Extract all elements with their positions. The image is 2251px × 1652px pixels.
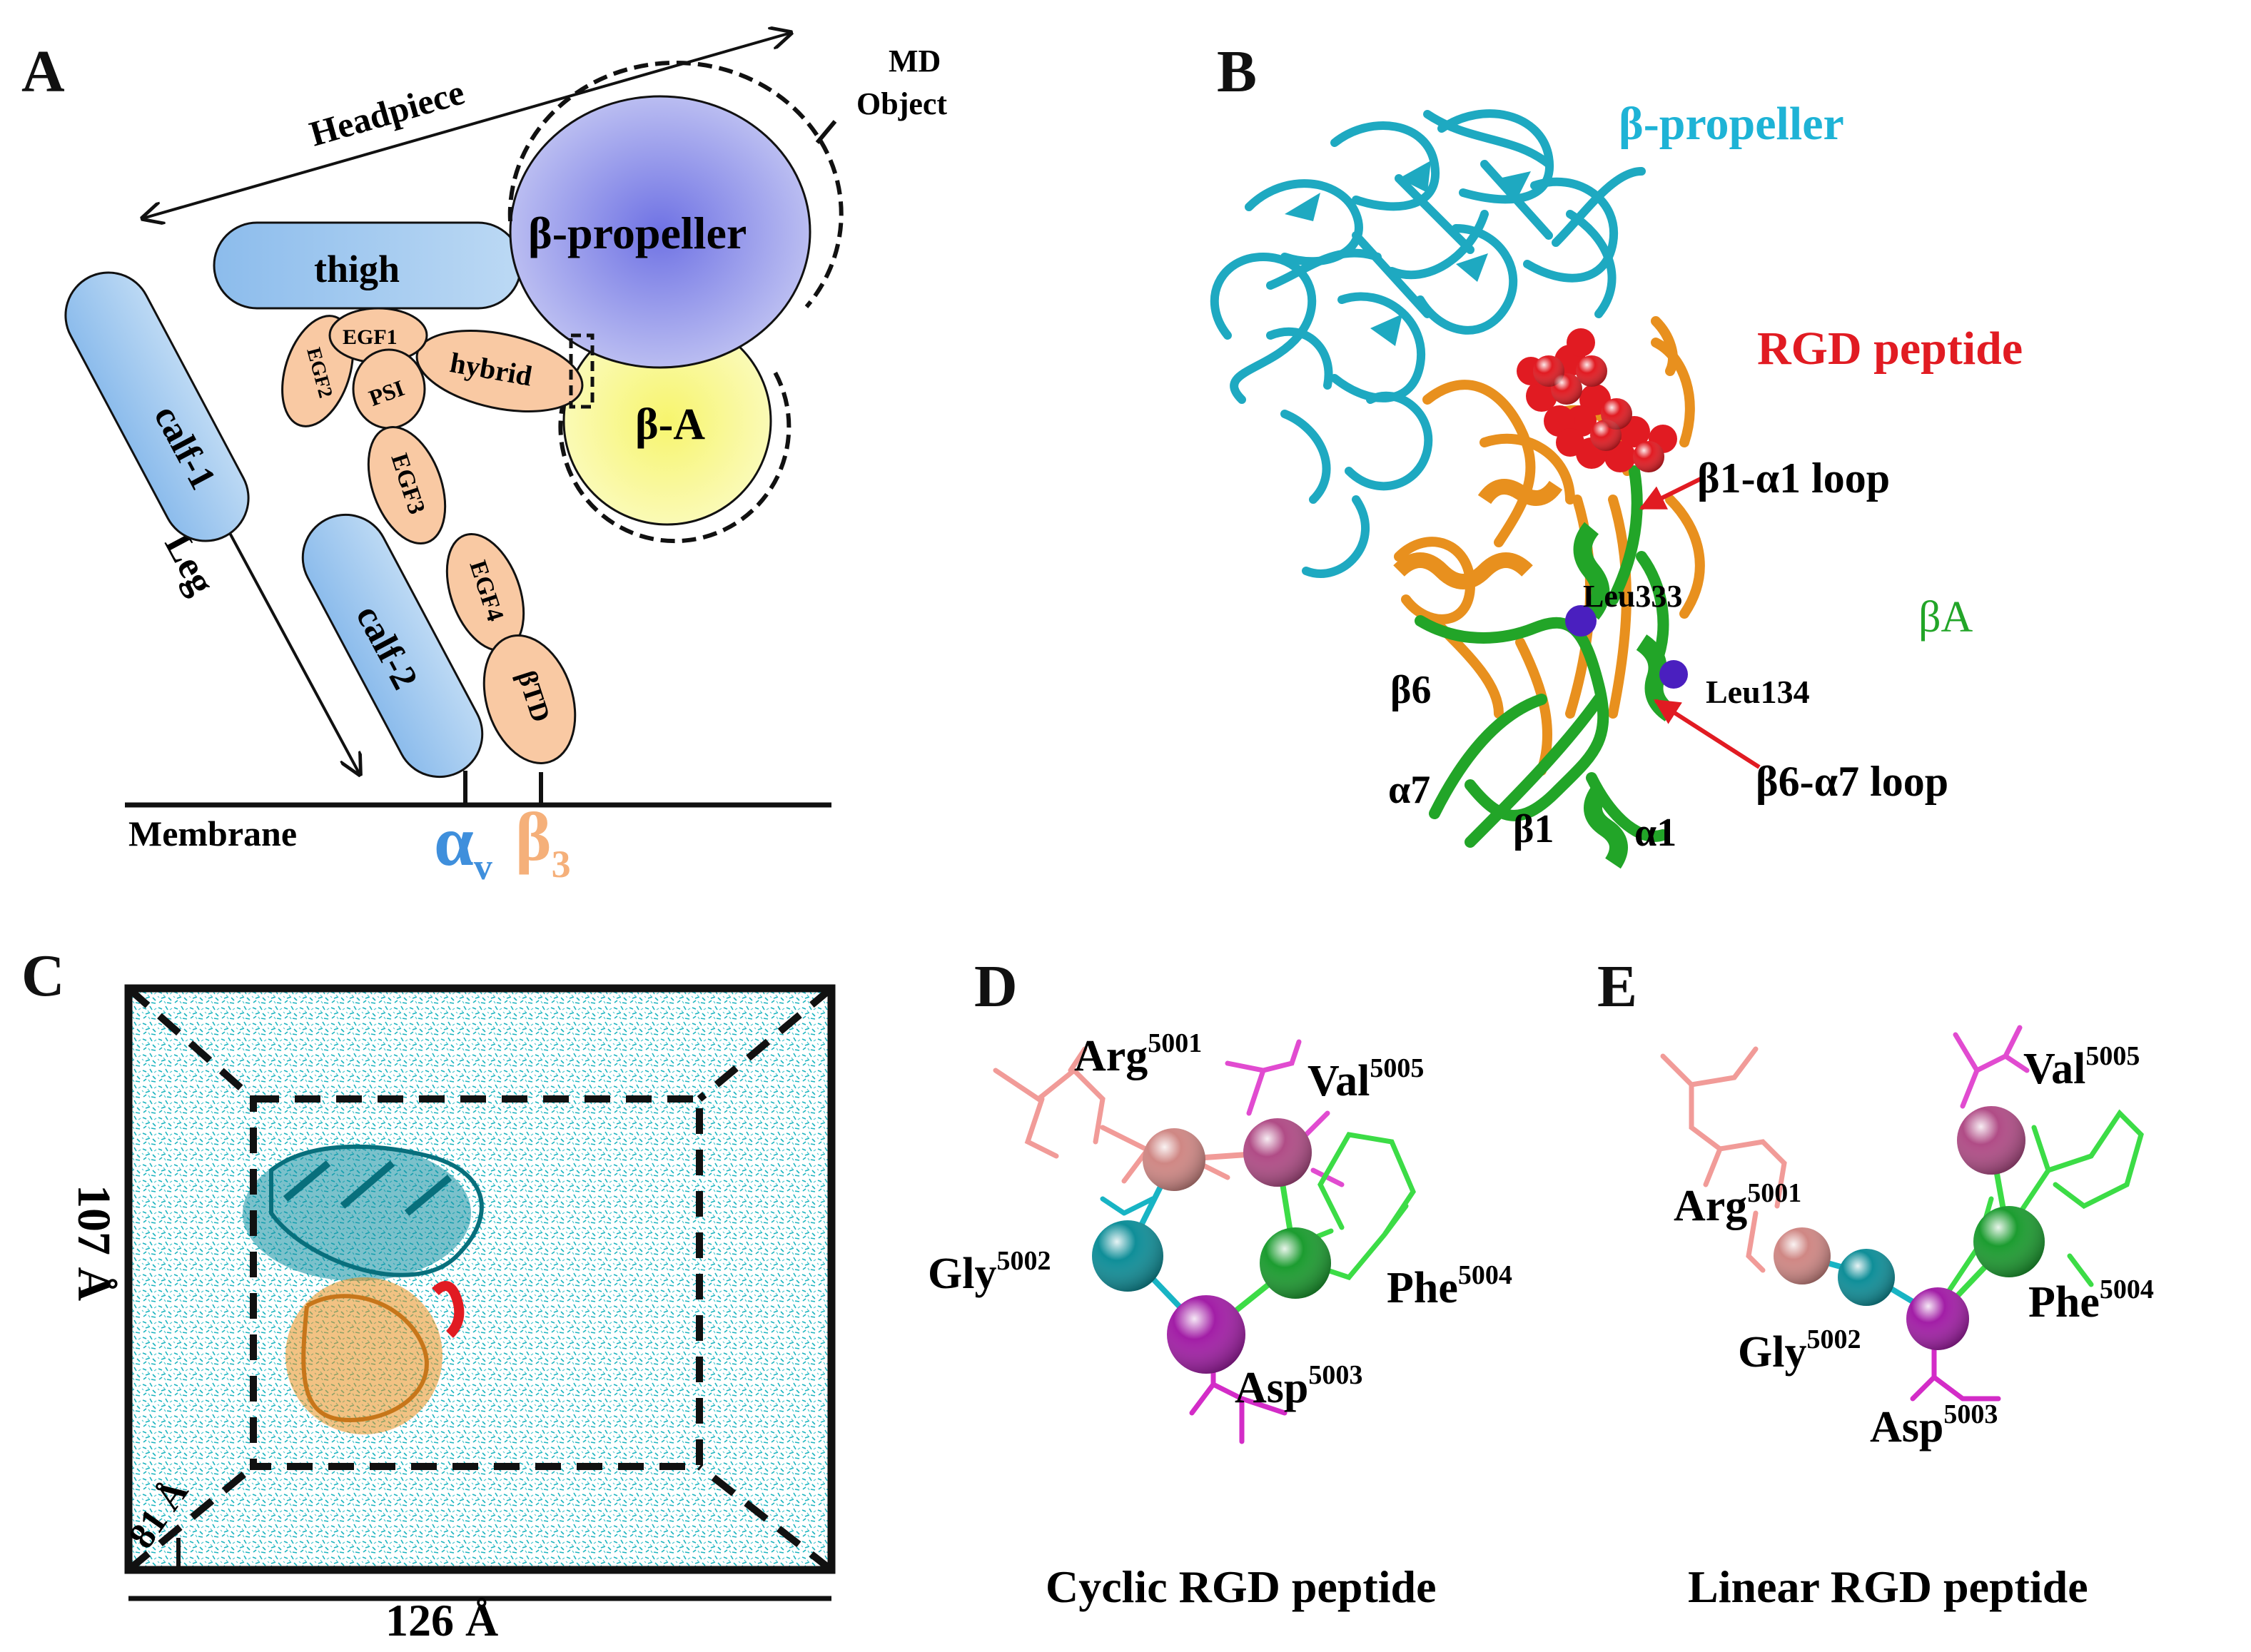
cyclic-bead-shine xyxy=(1092,1118,1331,1374)
beta-a-label: β-A xyxy=(635,400,705,449)
perspective-line-bl xyxy=(126,1464,256,1573)
linear-arg-label: Arg5001 xyxy=(1674,1178,1801,1230)
cyclic-val-label: Val5005 xyxy=(1307,1053,1424,1105)
cyclic-caption: Cyclic RGD peptide xyxy=(1046,1561,1437,1612)
beta1-alpha1-loop-label: β1-α1 loop xyxy=(1697,455,1890,502)
membrane-label: Membrane xyxy=(128,814,297,853)
linear-val-label: Val5005 xyxy=(2023,1041,2140,1093)
beta-propeller-ribbons xyxy=(1210,109,1646,578)
md-object-boundary-lower xyxy=(558,370,791,544)
panel-d: D Arg5001 Val5005 Gl xyxy=(928,953,1512,1612)
panel-c: C 107 Å 126 Å 81 Å xyxy=(21,943,836,1646)
cyclic-phe-label: Phe5004 xyxy=(1387,1260,1512,1312)
panel-e: E Val5005 Arg5001 Phe5004 Gly5002 Asp500… xyxy=(1597,953,2154,1612)
panel-letter-e: E xyxy=(1597,953,1637,1020)
cyclic-gly-label: Gly5002 xyxy=(928,1246,1051,1298)
perspective-line-br xyxy=(697,1464,834,1573)
leu134-sphere xyxy=(1659,660,1688,689)
beta-propeller-sheet-arrows xyxy=(1285,161,1531,346)
hybrid-domain xyxy=(415,330,584,412)
thigh-label: thigh xyxy=(314,248,400,290)
md-object-line2: Object xyxy=(856,86,947,121)
linear-caption: Linear RGD peptide xyxy=(1688,1561,2088,1612)
leu333-sphere xyxy=(1565,605,1597,637)
water-box xyxy=(128,988,831,1570)
calf-2-domain xyxy=(301,513,484,779)
panel-a: A Headpiece Leg MD Object Membrane calf-… xyxy=(21,33,947,888)
beta1-label: β1 xyxy=(1513,807,1554,851)
alpha1-label: α1 xyxy=(1634,811,1676,855)
alpha-v-symbol: αv xyxy=(434,801,492,888)
panel-letter-a: A xyxy=(21,39,65,105)
panel-letter-d: D xyxy=(974,953,1018,1020)
md-object-pointer xyxy=(815,120,837,144)
rgd-peptide-bead-shine xyxy=(1533,355,1664,472)
btd-domain xyxy=(482,634,577,764)
headpiece-label: Headpiece xyxy=(305,72,469,154)
linear-bead-shine xyxy=(1774,1106,2045,1350)
linear-phe-label: Phe5004 xyxy=(2028,1275,2154,1327)
beta-propeller-domain xyxy=(509,95,811,369)
protein-in-box xyxy=(243,1144,484,1434)
leu333-label: Leu333 xyxy=(1583,579,1682,614)
dimension-x-label: 126 Å xyxy=(385,1595,498,1646)
ba-label: βA xyxy=(1918,593,1973,642)
cyclic-arg-label: Arg5001 xyxy=(1074,1028,1202,1080)
panel-b: B xyxy=(1210,39,2023,869)
perspective-line-tl xyxy=(126,985,256,1102)
linear-asp-label: Asp5003 xyxy=(1870,1399,1998,1451)
md-object-boundary-upper xyxy=(507,61,844,308)
beta-propeller-struct-label: β-propeller xyxy=(1619,98,1844,150)
hybrid-md-boundary xyxy=(569,333,595,409)
linear-sticks xyxy=(1660,1025,2144,1402)
cyclic-sticks xyxy=(993,1039,1416,1444)
rgd-peptide-struct-label: RGD peptide xyxy=(1757,323,2023,375)
dimension-y-label: 107 Å xyxy=(68,1185,120,1302)
loop2-arrow xyxy=(1653,699,1761,769)
egf3-domain xyxy=(367,425,447,545)
calf-1-domain xyxy=(64,271,250,542)
beta-3-symbol: β3 xyxy=(515,799,571,886)
beta-a-helix-coils xyxy=(1393,479,1563,589)
egf1-label: EGF1 xyxy=(343,325,398,349)
inner-dashed-box xyxy=(250,1095,703,1470)
beta6-label: β6 xyxy=(1390,668,1432,712)
linear-gly-label: Gly5002 xyxy=(1738,1324,1861,1377)
loop1-arrow xyxy=(1639,476,1704,510)
panel-letter-c: C xyxy=(21,943,65,1009)
leu134-label: Leu134 xyxy=(1706,674,1810,710)
beta6-alpha7-loop-label: β6-α7 loop xyxy=(1756,758,1948,805)
perspective-line-tr xyxy=(697,985,834,1102)
cyclic-asp-label: Asp5003 xyxy=(1235,1360,1362,1412)
panel-letter-b: B xyxy=(1217,39,1257,105)
md-object-line1: MD xyxy=(889,44,941,78)
alpha7-label: α7 xyxy=(1388,768,1430,812)
water-box-border xyxy=(124,984,836,1574)
beta-propeller-label: β-propeller xyxy=(528,208,747,258)
